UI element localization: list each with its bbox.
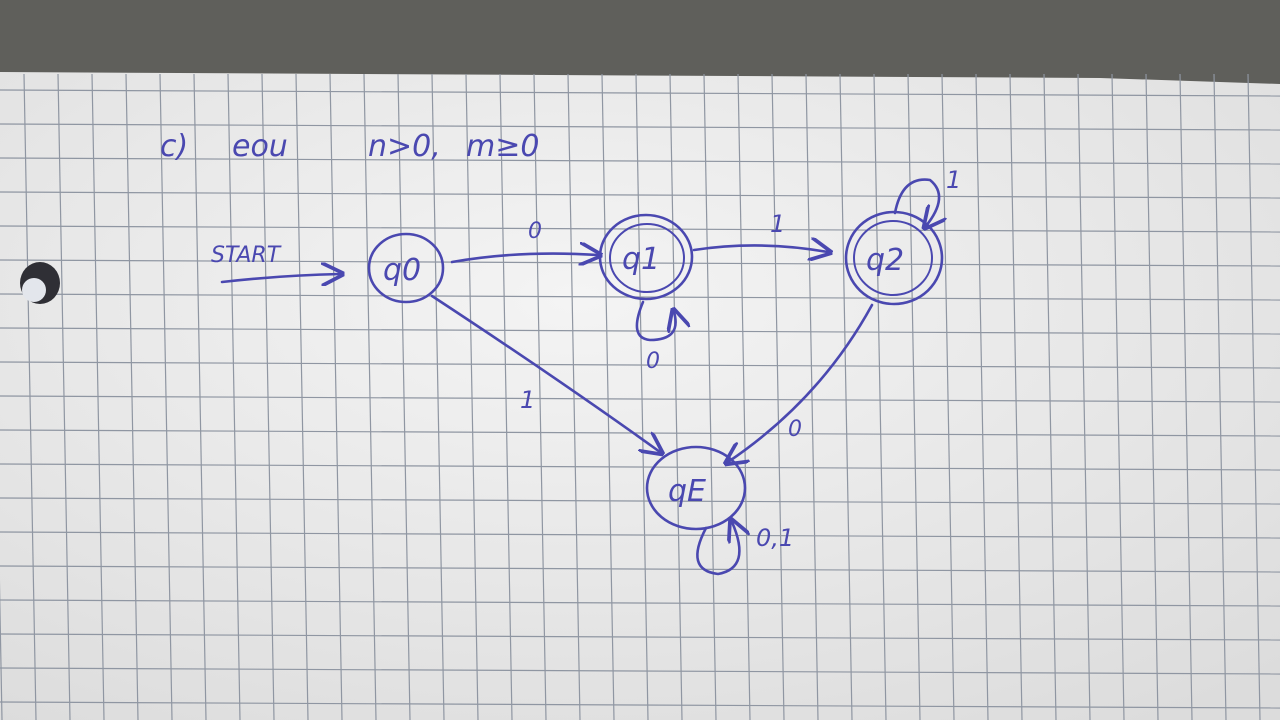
paper-sheet <box>0 72 1280 720</box>
edge-q0-q1 <box>450 254 598 262</box>
grid-line-vertical <box>1179 73 1193 720</box>
binder-hole <box>20 262 60 304</box>
grid-line-vertical <box>533 73 547 720</box>
grid-line-horizontal <box>0 633 1280 641</box>
grid-line-horizontal <box>0 225 1280 233</box>
heading-word: eou <box>232 129 288 164</box>
edge-q2-qe-label: 0 <box>788 417 802 442</box>
state-q1: q1 <box>598 213 694 301</box>
grid-line-horizontal <box>0 463 1280 471</box>
grid-line-horizontal <box>0 123 1280 131</box>
grid-line-horizontal <box>0 497 1280 505</box>
state-q0-label: q0 <box>383 253 421 288</box>
grid-line-horizontal <box>0 191 1280 199</box>
grid-line-horizontal <box>0 259 1280 267</box>
edge-qe-loop-label: 0,1 <box>756 524 794 552</box>
start-label: START <box>211 243 282 268</box>
grid-line-vertical <box>57 73 71 720</box>
grid-line-vertical <box>1247 73 1261 720</box>
grid-line-vertical <box>669 73 683 720</box>
edge-q0-qe <box>430 294 660 452</box>
grid-line-vertical <box>737 73 751 720</box>
transitions: 0 1 0 1 1 0 0,1 <box>430 166 961 576</box>
heading-condition-m: m≥0 <box>466 129 539 164</box>
grid-line-vertical <box>397 73 411 720</box>
edge-q2-loop <box>893 178 939 226</box>
grid-line-vertical <box>941 73 955 720</box>
grid-line-horizontal <box>0 599 1280 607</box>
grid-line-vertical <box>363 73 377 720</box>
edge-q2-loop-label: 1 <box>946 166 961 194</box>
grid-line-vertical <box>1145 73 1159 720</box>
grid-line-vertical <box>431 73 445 720</box>
grid-line-horizontal <box>0 531 1280 539</box>
grid-line-horizontal <box>0 701 1280 709</box>
grid-line-horizontal <box>0 89 1280 97</box>
edge-q1-loop <box>635 300 676 342</box>
grid-line-vertical <box>465 73 479 720</box>
grid-line-vertical <box>23 73 37 720</box>
state-q0: q0 <box>367 232 445 304</box>
grid-line-vertical <box>805 73 819 720</box>
edge-q0-qe-label: 1 <box>520 386 535 414</box>
edge-q1-q2-label: 1 <box>770 210 785 238</box>
grid-line-vertical <box>635 73 649 720</box>
edge-q1-loop-label: 0 <box>646 349 660 374</box>
grid-line-vertical <box>1213 73 1227 720</box>
start-arrow: START <box>211 243 340 282</box>
grid-line-vertical <box>567 73 581 720</box>
heading-condition-n: n>0, <box>368 129 441 164</box>
grid-line-vertical <box>975 73 989 720</box>
grid-line-vertical <box>703 73 717 720</box>
grid-line-vertical <box>1077 73 1091 720</box>
grid-line-vertical <box>1111 73 1125 720</box>
grid-line-horizontal <box>0 157 1280 165</box>
edge-q2-qe <box>728 303 874 462</box>
edge-q1-q2 <box>692 245 828 252</box>
graph-paper-grid <box>0 73 1280 720</box>
heading: c) eou n>0, m≥0 <box>160 129 539 164</box>
edge-qe-loop <box>696 522 739 576</box>
grid-line-vertical <box>601 73 615 720</box>
grid-line-vertical <box>499 73 513 720</box>
grid-line-vertical <box>873 73 887 720</box>
grid-line-horizontal <box>0 293 1280 301</box>
state-qe-label: qE <box>668 474 706 509</box>
grid-line-horizontal <box>0 361 1280 369</box>
grid-line-horizontal <box>0 395 1280 403</box>
grid-line-horizontal <box>0 565 1280 573</box>
grid-line-vertical <box>771 73 785 720</box>
grid-line-horizontal <box>0 667 1280 675</box>
state-q1-label: q1 <box>622 242 660 277</box>
grid-line-horizontal <box>0 327 1280 335</box>
grid-line-vertical <box>839 73 853 720</box>
state-q2: q2 <box>844 210 944 306</box>
heading-prefix: c) <box>160 129 188 164</box>
grid-line-vertical <box>1009 73 1023 720</box>
state-qe: qE <box>645 445 747 531</box>
grid-line-vertical <box>1043 73 1057 720</box>
grid-line-vertical <box>907 73 921 720</box>
state-q2-label: q2 <box>866 243 904 278</box>
edge-q0-q1-label: 0 <box>528 219 542 244</box>
